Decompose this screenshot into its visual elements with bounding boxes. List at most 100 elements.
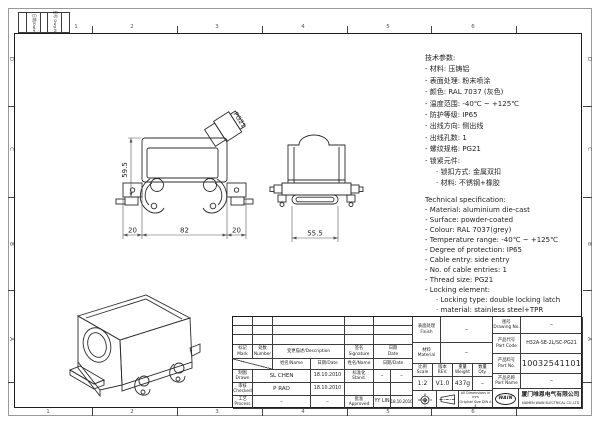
foot-left — [124, 196, 139, 206]
spec-line: - Surface: powder-coated — [425, 216, 514, 224]
spec-line: - 材料: 压铸铝 — [425, 65, 470, 74]
rev-cell — [374, 317, 413, 326]
grid-col-label: 5 — [386, 409, 390, 415]
hood-skirt — [77, 362, 193, 398]
dimension-arrows — [123, 138, 246, 237]
grid-col-label: 4 — [301, 24, 305, 30]
cable-entry-opening — [82, 327, 112, 363]
checked-label: 审核 Checked — [233, 383, 253, 396]
housing-body — [141, 137, 228, 183]
rev-cell — [273, 326, 345, 335]
part-code-label: 产品代号 Part Code — [493, 334, 521, 354]
side-foot-right — [346, 194, 356, 203]
standardized-label: 标准化 Stand. — [345, 370, 374, 383]
process-name: – — [253, 396, 311, 409]
side-tab-right — [350, 184, 360, 194]
projection-circle-glyph — [417, 393, 432, 406]
hood-front-face — [119, 317, 193, 386]
grid-tick — [583, 290, 592, 291]
empty-cell — [391, 383, 413, 396]
grid-tick — [177, 408, 178, 416]
dim-right: 20 — [232, 227, 241, 235]
material-value: – — [441, 343, 493, 364]
logo-text: WAIN — [498, 395, 513, 401]
gasket-stack — [68, 365, 106, 385]
name-subheader: 姓名/Name — [273, 359, 311, 370]
grid-col-label: 4 — [301, 409, 305, 415]
checked-date: 18.10.2010 — [311, 383, 345, 396]
foot-right — [230, 196, 245, 206]
rev-cell — [273, 317, 345, 326]
drawn-date: 18.10.2010 — [311, 370, 345, 383]
grid-tick — [431, 26, 432, 33]
grid-tick — [92, 26, 93, 33]
drawn-name: SL CHEN — [253, 370, 311, 383]
cable-gland-cap — [229, 110, 246, 131]
scale-label: 比例 Scale — [413, 364, 433, 377]
part-no-value: 1100325411011 — [521, 354, 583, 374]
approved-name: YY LIN — [374, 396, 391, 409]
flange-hole — [129, 187, 136, 193]
grid-row-label: B — [586, 242, 592, 246]
spec-line: · material: stainless steel+TPR — [436, 306, 544, 314]
weight-label: 重量 Weight — [453, 364, 473, 377]
spec-line: - Colour: RAL 7037(grey) — [425, 226, 512, 234]
spec-line: - No. of cable entries: 1 — [425, 266, 507, 274]
approved-label: 批准 Approved — [345, 396, 374, 409]
dimensions-note: All Dimensions in mm Original Size DIN A… — [459, 391, 493, 409]
grid-col-label: 3 — [215, 409, 219, 415]
grid-row-label: C — [8, 147, 14, 151]
spec-line: - 出线方向: 侧出线 — [425, 122, 484, 131]
note-line2: Original Size DIN A 4 — [459, 399, 492, 408]
grid-row-label: D — [586, 56, 592, 62]
dim-height: 59.5 — [121, 162, 129, 178]
side-tab-left — [273, 184, 283, 194]
grid-tick — [8, 197, 14, 198]
grid-tick — [431, 408, 432, 416]
rev-cell — [374, 335, 413, 345]
grid-col-label: 2 — [130, 409, 134, 415]
isometric-outline — [68, 294, 201, 398]
drawing-frame — [14, 33, 582, 408]
grid-col-label: 1 — [46, 409, 50, 415]
part-name-label: 产品名称 Part Name — [493, 374, 521, 389]
description-header: 变更描述/Description — [273, 345, 345, 359]
side-view: 55.5 — [269, 134, 364, 242]
grid-tick — [583, 382, 592, 383]
side-peg-right — [358, 186, 364, 192]
process-label: 工艺 Process — [233, 396, 253, 409]
projection-cone-glyph — [439, 394, 456, 405]
grid-tick — [516, 26, 517, 33]
rev-cell — [233, 317, 253, 326]
first-angle-circle-icon — [413, 391, 437, 409]
rev-cell — [233, 335, 253, 345]
spec-line: · 材料: 不锈钢+橡胶 — [436, 179, 500, 188]
spec-line: - Temperature range: -40℃ ~ +125℃ — [425, 236, 558, 244]
latch-right — [202, 178, 228, 214]
material-label: 材料 Material — [413, 343, 441, 364]
signature-header: 签名 Signature — [345, 345, 374, 359]
grid-row-label: C — [586, 147, 592, 151]
note-line1: All Dimensions in mm — [460, 391, 491, 400]
wain-logo: WAIN — [495, 392, 516, 405]
strip-cell-date: 日期/Date — [27, 13, 41, 32]
spec-title-cn: 技术参数: — [425, 54, 456, 62]
peg-left — [115, 198, 126, 205]
grid-tick — [8, 106, 14, 107]
flange-hole — [233, 187, 240, 193]
spec-line: - 防护等级: IP65 — [425, 110, 478, 119]
spec-line: - 表面处理: 粉末喷涂 — [425, 76, 491, 85]
checked-name: P RAO — [253, 383, 311, 396]
spec-title-en: Technical specification: — [425, 196, 506, 204]
grid-tick — [177, 26, 178, 33]
spec-line: · Locking type: double locking latch — [436, 296, 561, 304]
spec-line: - 锁紧元件: — [425, 156, 461, 165]
company-name-cn: 厦门唯恩电气有限公司 — [521, 392, 580, 399]
iso-flange-tab — [189, 343, 201, 357]
title-block: 标记 Mark 处数 Number 变更描述/Description 签名 Si… — [232, 316, 583, 409]
grid-tick — [347, 26, 348, 33]
grid-tick — [583, 197, 592, 198]
drawing-no-label: 图号 Drawing No. — [493, 317, 521, 334]
grid-col-label: 3 — [215, 24, 219, 30]
